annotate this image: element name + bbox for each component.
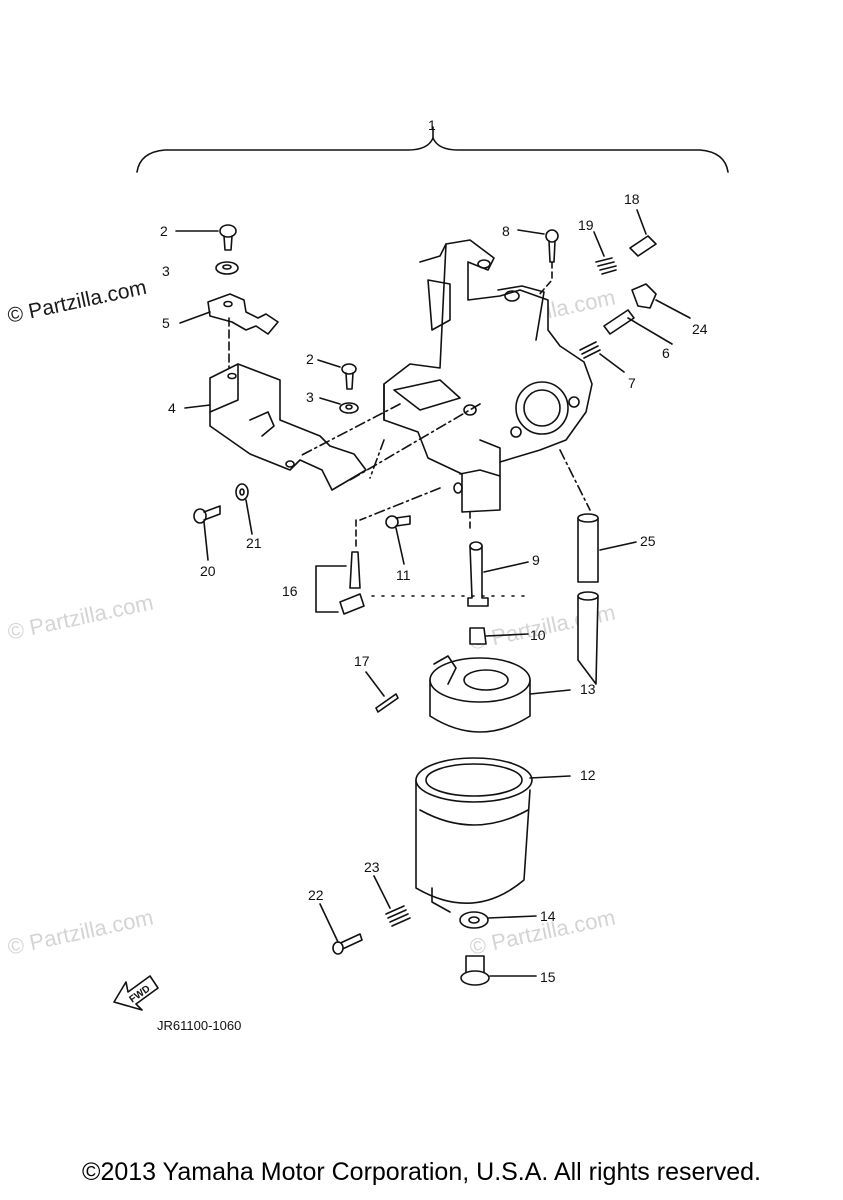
washer-part	[235, 483, 253, 535]
clamp-part	[179, 293, 279, 376]
callout-number: 17	[354, 653, 370, 669]
callout-assembly: 1	[428, 117, 436, 133]
assembly-brace	[136, 137, 729, 173]
callout-number: 11	[396, 567, 411, 583]
needle-part	[315, 551, 365, 615]
callout-number: 5	[162, 315, 170, 331]
jet-part	[469, 627, 529, 645]
hose-part	[577, 513, 637, 685]
spring-part	[579, 341, 625, 373]
screw-part	[629, 209, 657, 257]
callout-number: 3	[162, 263, 170, 279]
callout-number: 20	[200, 563, 216, 579]
screw-part	[517, 229, 559, 297]
callout-number: 6	[662, 345, 670, 361]
callout-number: 23	[364, 859, 380, 875]
cap-part	[631, 283, 691, 319]
callout-number: 25	[640, 533, 656, 549]
screw-part	[175, 224, 237, 251]
callout-number: 3	[306, 389, 314, 405]
washer-part	[215, 261, 239, 275]
callout-number: 12	[580, 767, 596, 783]
gasket-part	[459, 911, 537, 929]
callout-number: 14	[540, 908, 556, 924]
callout-number: 4	[168, 400, 176, 416]
pin-part	[365, 671, 399, 713]
callout-number: 15	[540, 969, 556, 985]
float-part	[429, 655, 571, 733]
callout-number: 19	[578, 217, 594, 233]
callout-number: 9	[532, 552, 540, 568]
screw-part	[385, 515, 411, 565]
spring-part	[593, 231, 617, 275]
callout-number: 2	[160, 223, 168, 239]
nozzle-part	[371, 541, 531, 607]
callout-number: 21	[246, 535, 262, 551]
copyright-footer: ©2013 Yamaha Motor Corporation, U.S.A. A…	[82, 1158, 761, 1186]
callout-number: 24	[692, 321, 708, 337]
screw-part	[193, 505, 221, 561]
callout-number: 2	[306, 351, 314, 367]
float-bowl-part	[415, 757, 571, 913]
washer-part	[319, 397, 359, 414]
callout-number: 10	[530, 627, 546, 643]
bracket-part	[184, 363, 367, 491]
callout-number: 22	[308, 887, 324, 903]
screw-part	[603, 309, 673, 345]
callout-number: 8	[502, 223, 510, 239]
callout-number: 18	[624, 191, 640, 207]
bolt-part	[460, 955, 537, 986]
carburetor-body	[383, 239, 593, 513]
callout-number: 13	[580, 681, 596, 697]
part-code: JR61100-1060	[157, 1018, 242, 1033]
spring-part	[373, 875, 411, 927]
fwd-arrow-icon	[113, 975, 159, 1011]
callout-number: 16	[282, 583, 298, 599]
screw-part	[319, 903, 363, 955]
screw-part	[317, 359, 357, 390]
callout-number: 7	[628, 375, 636, 391]
